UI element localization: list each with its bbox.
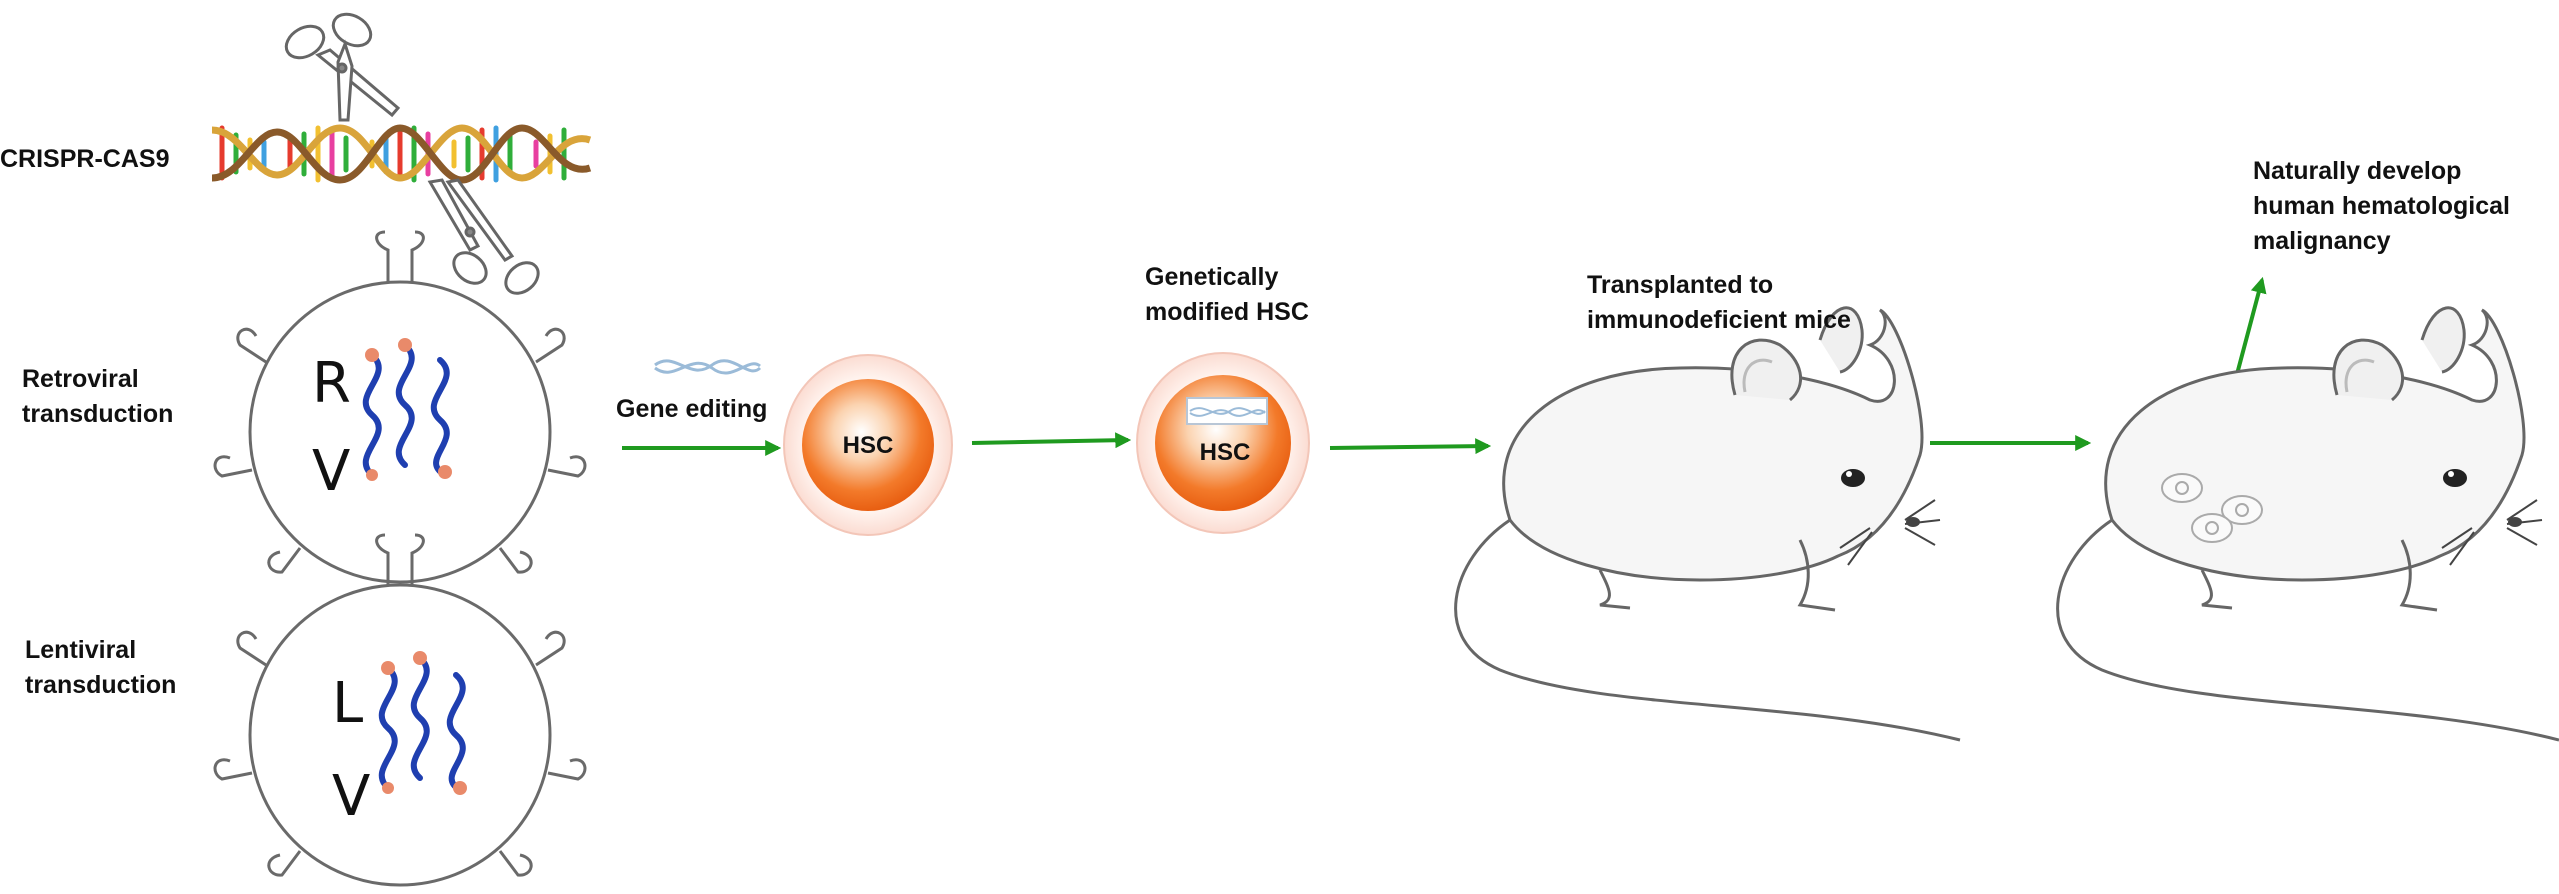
label-gene-editing: Gene editing — [616, 395, 768, 423]
small-dna-icon — [654, 359, 762, 375]
virus-letter-v2: V — [332, 764, 370, 829]
label-lentiviral: Lentiviral transduction — [25, 636, 177, 699]
hsc-label-1: HSC — [843, 432, 894, 459]
dna-helix-icon — [211, 124, 592, 184]
lentivirus-icon: L V — [213, 533, 587, 887]
mouse-1-icon — [1454, 306, 1961, 742]
label-malignancy: Naturally develop human hematological ma… — [2253, 157, 2510, 255]
scissors-top-icon — [284, 12, 401, 122]
arrow-to-modified — [971, 432, 1132, 449]
hsc-cell-1: HSC — [783, 354, 953, 536]
mouse-2-icon — [2056, 306, 2559, 742]
arrow-to-mouse — [1329, 438, 1492, 455]
label-crispr: CRISPR-CAS9 — [0, 145, 170, 173]
hsc-cell-2: HSC — [1136, 352, 1310, 534]
label-genetically-modified: Genetically modified HSC — [1145, 263, 1309, 326]
virus-letter-r: R — [312, 351, 351, 416]
label-retroviral: Retroviral transduction — [22, 365, 174, 428]
tumor-cells-icon — [2161, 473, 2263, 543]
scissors-bottom-icon — [427, 178, 540, 295]
hsc-label-2: HSC — [1200, 439, 1251, 466]
label-transplanted: Transplanted to immunodeficient mice — [1587, 271, 1851, 334]
virus-letter-v: V — [312, 439, 350, 504]
retrovirus-icon: R V — [213, 230, 587, 584]
virus-letter-l: L — [332, 671, 363, 736]
